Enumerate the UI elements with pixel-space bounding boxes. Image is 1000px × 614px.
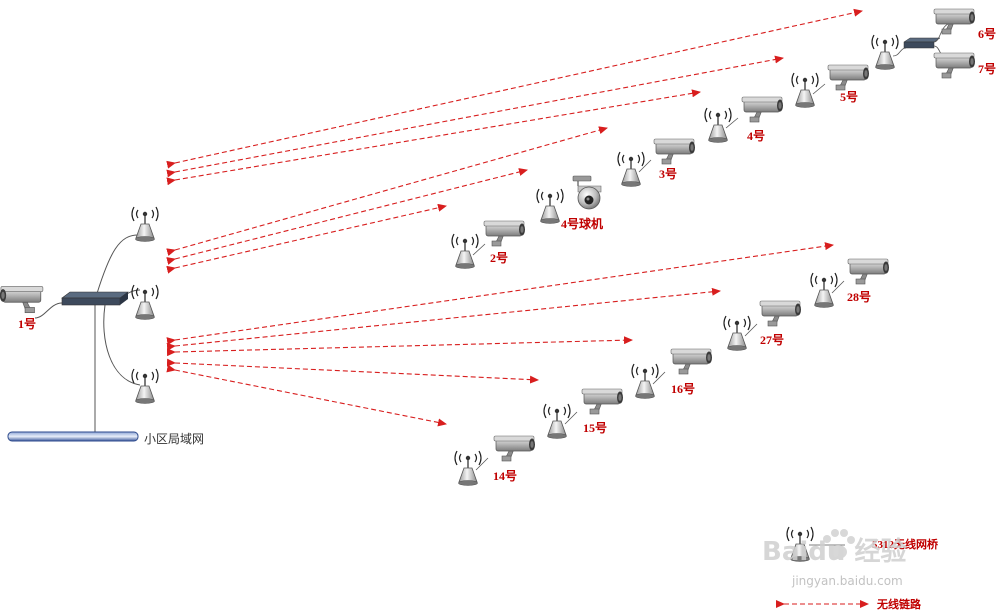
camera-2-label: 2号 <box>490 250 508 265</box>
camera-1-label: 1号 <box>18 316 36 331</box>
node-3 <box>617 138 696 188</box>
legend-bridge-label: 5312无线网桥 <box>872 537 939 551</box>
link-15 <box>166 358 539 384</box>
node-2 <box>451 220 526 270</box>
watermark-brand: Baidu 经验 <box>762 536 906 567</box>
link-6-7 <box>166 8 863 169</box>
legend: 5312无线网桥 无线链路 <box>776 526 939 611</box>
link-16 <box>166 336 633 357</box>
hub-antenna-top <box>131 206 159 243</box>
node-14 <box>454 435 536 487</box>
node-4 <box>704 96 784 144</box>
watermark: Baidu 经验 jingyan.baidu.com <box>762 529 906 588</box>
dome-4-label: 4号球机 <box>561 216 603 231</box>
node-27 <box>723 300 802 352</box>
node-dome-4 <box>536 175 602 225</box>
link-27 <box>166 287 721 351</box>
camera-6-label: 6号 <box>978 26 996 41</box>
camera-4-label: 4号 <box>747 128 765 143</box>
node-5 <box>791 64 870 109</box>
node-15 <box>543 388 624 440</box>
node-28 <box>810 258 890 309</box>
node-6-7 <box>871 8 976 79</box>
watermark-site: jingyan.baidu.com <box>791 574 903 588</box>
network-switch <box>61 291 129 306</box>
legend-bridge-icon <box>786 526 845 563</box>
camera-16-label: 16号 <box>671 381 695 396</box>
link-5 <box>166 55 784 178</box>
camera-3-label: 3号 <box>659 166 677 181</box>
camera-14-label: 14号 <box>493 468 517 483</box>
wireless-links <box>166 8 863 427</box>
link-dome-4 <box>166 168 528 265</box>
camera-27-label: 27号 <box>760 332 784 347</box>
remote-switch <box>903 37 941 49</box>
paw-icon <box>823 529 855 559</box>
link-2 <box>166 203 447 274</box>
node-16 <box>631 348 713 400</box>
lan-label: 小区局域网 <box>144 432 204 446</box>
camera-15-label: 15号 <box>583 420 607 435</box>
camera-7-label: 7号 <box>978 61 996 76</box>
link-14 <box>166 364 447 427</box>
camera-5-label: 5号 <box>840 89 858 104</box>
camera-1 <box>0 286 43 312</box>
camera-28-label: 28号 <box>847 289 871 304</box>
lan-backbone <box>7 300 139 442</box>
link-3 <box>166 126 608 257</box>
hub-antenna-bottom <box>131 368 159 405</box>
legend-link-label: 无线链路 <box>876 597 922 611</box>
hub-links <box>34 234 141 386</box>
dome-camera <box>572 175 602 210</box>
